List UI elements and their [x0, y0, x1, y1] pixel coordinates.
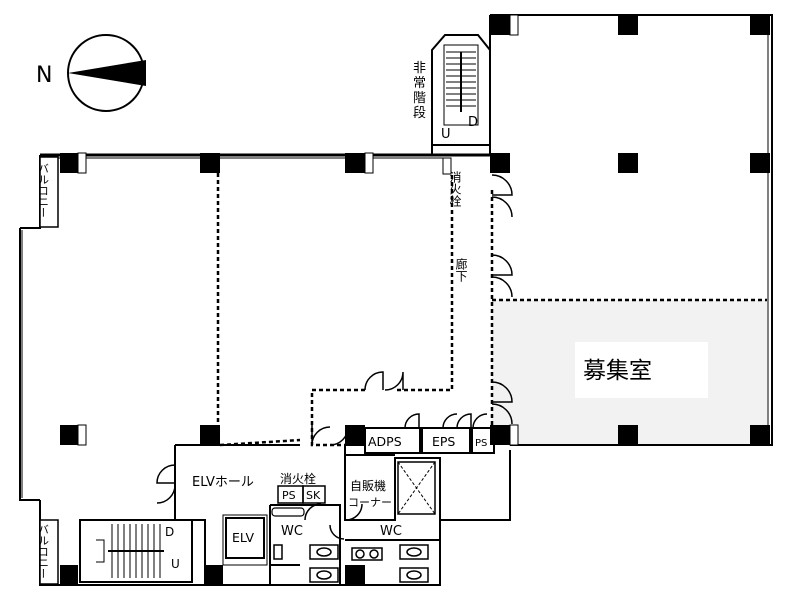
emergency-stairs-text: 非常階段 — [413, 61, 426, 121]
stair-top-d-label: D — [468, 115, 478, 130]
recruit-room-label-box — [575, 342, 708, 398]
elv-box — [225, 517, 265, 559]
ps-small-label: PS — [282, 489, 296, 502]
emergency-stairs-label: 非常階段 — [413, 61, 426, 121]
hydrant-mid-label: 消火栓 — [280, 471, 316, 486]
recruit-room-label: 募集室 — [583, 358, 652, 384]
emergency-stair-top: U D — [431, 34, 491, 155]
balcony-top: バルコニー — [37, 156, 59, 228]
vending-label: 自販機 — [350, 478, 386, 493]
ps-right-label: PS — [475, 438, 487, 449]
vending-box — [397, 461, 436, 515]
compass-needle — [68, 60, 146, 86]
compass-north-label: N — [36, 63, 52, 88]
compass: N — [36, 34, 146, 112]
adps-label: ADPS — [368, 434, 402, 449]
eps-room — [421, 427, 471, 454]
ps-right-room — [471, 427, 495, 454]
corner-label: コーナー — [348, 496, 392, 509]
elv-hall-label: ELVホール — [192, 475, 254, 490]
elv-label: ELV — [232, 530, 254, 545]
eps-label: EPS — [432, 434, 455, 449]
door-swings — [156, 174, 513, 540]
sk-label: SK — [306, 489, 321, 502]
column-halves — [77, 14, 519, 446]
corridor-label: 廊下 — [454, 257, 468, 282]
dashed-partitions — [216, 173, 767, 447]
stair-bottom-u-label: U — [171, 557, 180, 571]
stair-bottom-d-label: D — [165, 525, 174, 539]
wc-left-label: WC — [281, 524, 303, 539]
stair-top-u-label: U — [441, 127, 451, 142]
columns — [60, 15, 770, 585]
vending-x — [397, 461, 436, 515]
toilets — [273, 544, 429, 583]
hydrant-top-label: 消火栓 — [448, 171, 462, 208]
sk-room — [302, 485, 326, 504]
core-rooms — [79, 427, 495, 585]
balcony-top-label: バルコニー — [37, 163, 50, 218]
balcony-bottom-label: バルコニー — [37, 524, 50, 579]
adps-room — [364, 427, 421, 454]
balcony-bottom: バルコニー — [37, 519, 59, 585]
wc-right-label: WC — [380, 524, 402, 539]
stair-bottom-treads — [96, 524, 164, 578]
